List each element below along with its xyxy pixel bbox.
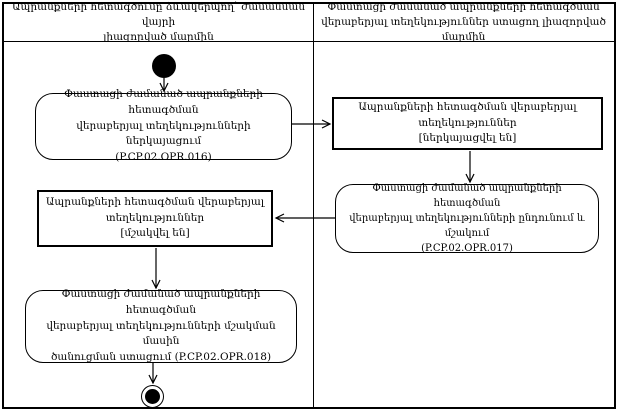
swimlane-headers: Ապրանքների հետագծումը ձևակերպող՝ ժամանմա… [4,0,614,44]
activity-label: Փաստացի ժամանած ապրանքների հետագծման վեր… [46,288,276,364]
activity-final-node-dot [145,389,160,404]
activity-submit-tracking-info: Փաստացի ժամանած ապրանքների հետագծման վեր… [35,88,292,163]
object-info-processed: Ապրանքների հետագծման վերաբերյալ տեղեկութ… [37,190,273,247]
swimlane-header-left: Ապրանքների հետագծումը ձևակերպող՝ ժամանմա… [11,0,306,44]
activity-receive-and-process-info: Փաստացի ժամանած ապրանքների հետագծման վեր… [335,183,599,254]
initial-node [152,54,176,78]
activity-final-node [141,385,164,408]
diagram-border [2,2,616,409]
swimlane-divider [313,2,314,407]
object-info-submitted: Ապրանքների հետագծման վերաբերյալ տեղեկութ… [332,97,603,150]
activity-receive-processing-notification: Փաստացի ժամանած ապրանքների հետագծման վեր… [25,288,297,364]
activity-label: Փաստացի ժամանած ապրանքների հետագծման վեր… [349,183,585,254]
activity-label: Փաստացի ժամանած ապրանքների հետագծման վեր… [64,88,263,164]
swimlane-header-right: Փաստացի ժամանած ապրանքների հետագծման վեր… [321,0,606,44]
object-label: Ապրանքների հետագծման վերաբերյալ տեղեկութ… [45,195,265,240]
object-label: Ապրանքների հետագծման վերաբերյալ տեղեկութ… [358,100,577,145]
